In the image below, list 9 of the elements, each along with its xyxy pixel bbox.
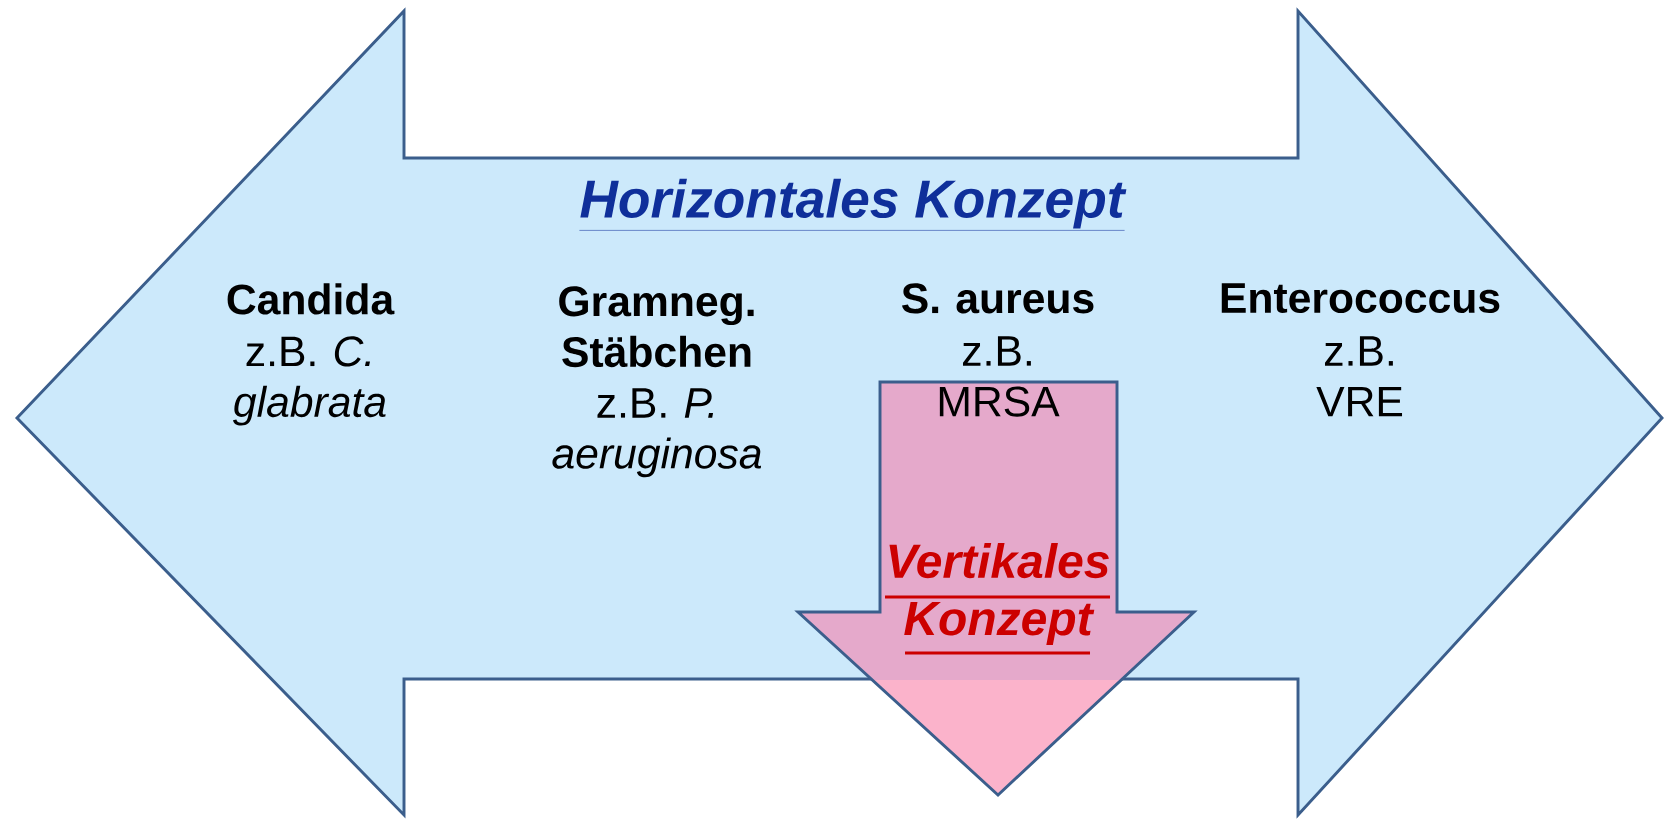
group-name: S. aureus	[902, 283, 1094, 314]
heading: Horizontales Konzept	[579, 178, 1127, 231]
group-name: Enterococcus	[1221, 283, 1500, 314]
example-text: z.B. MRSA	[939, 336, 1060, 417]
example-text: z.B. VRE	[1316, 336, 1403, 417]
arrow-label: Vertikales Konzept	[885, 543, 1110, 655]
group-name: Candida	[227, 283, 395, 315]
example-text: z.B. C. glabrata	[233, 336, 386, 426]
example-text: z.B. P. aeruginosa	[552, 388, 762, 478]
